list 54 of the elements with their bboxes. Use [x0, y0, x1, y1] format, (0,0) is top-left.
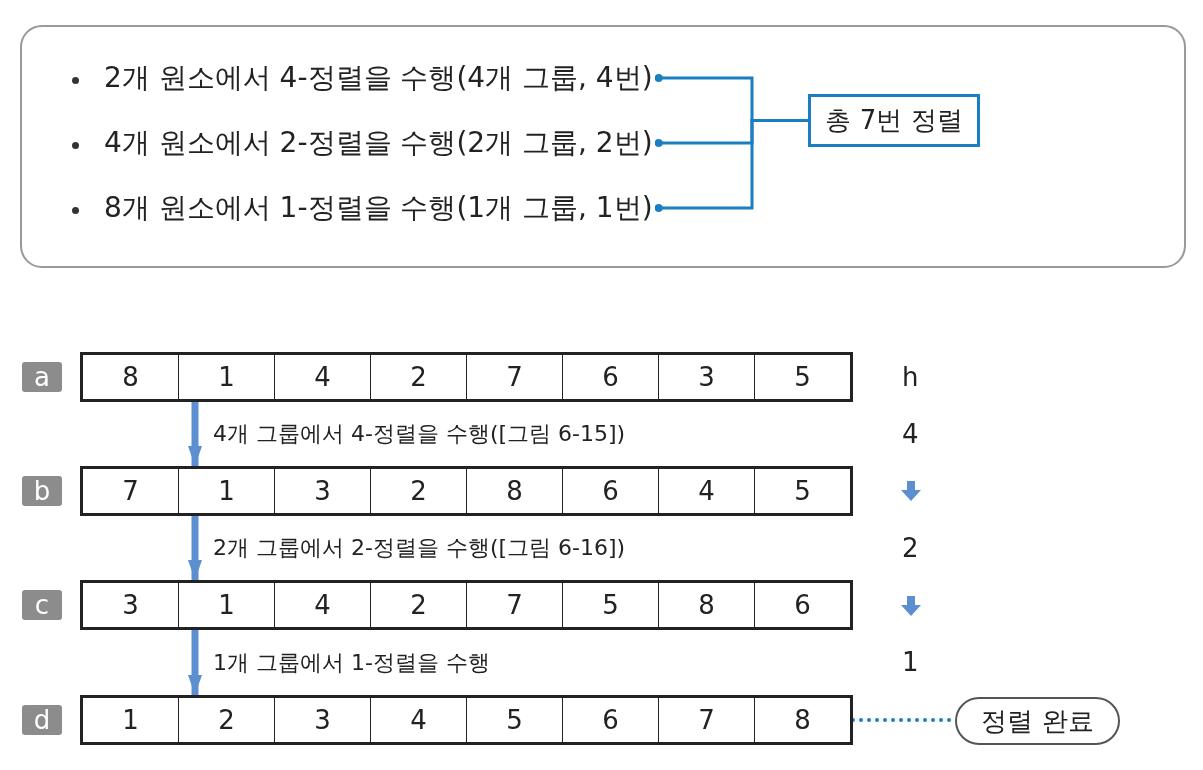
array-cell: 3: [274, 698, 370, 742]
list-item-text: 4개 원소에서 2-정렬을 수행(2개 그룹, 2번): [82, 124, 653, 162]
status-pill: 정렬 완료: [955, 697, 1120, 745]
array-cell: 4: [274, 583, 370, 627]
array-cell: 6: [562, 698, 658, 742]
array-cell: 1: [178, 583, 274, 627]
array-cell: 3: [658, 355, 754, 399]
summary-box: 총 7번 정렬: [808, 94, 980, 147]
row-marker: a: [22, 362, 62, 392]
array-cell: 5: [754, 355, 850, 399]
array-cell: 5: [754, 469, 850, 513]
array-cell-text: 1: [121, 704, 140, 737]
array-cell: 6: [562, 355, 658, 399]
array-cell: 5: [466, 698, 562, 742]
array-cell: 7: [658, 698, 754, 742]
connector: [188, 516, 202, 580]
array-cell: 6: [754, 583, 850, 627]
step-label: 2: [902, 533, 919, 563]
row-marker: b: [22, 476, 62, 506]
step-label: 1: [902, 647, 919, 677]
array-cell: 8: [466, 469, 562, 513]
array-cell: 8: [754, 698, 850, 742]
step-label: h: [902, 362, 919, 392]
array-cell: 2: [370, 583, 466, 627]
array-cell: 3: [274, 469, 370, 513]
array-cell: 6: [562, 469, 658, 513]
array-cell: 2: [370, 355, 466, 399]
list-item-text: 8개 원소에서 1-정렬을 수행(1개 그룹, 1번): [82, 189, 653, 227]
row-marker: d: [22, 705, 62, 735]
list-item-text: 2개 원소에서 4-정렬을 수행(4개 그룹, 4번): [82, 59, 653, 97]
array-cell: 4: [274, 355, 370, 399]
array-cell: 2: [178, 698, 274, 742]
array-cell: 7: [466, 583, 562, 627]
array-cell-text: 7: [121, 475, 140, 508]
array-cell: 5: [562, 583, 658, 627]
array-cell: 2: [370, 469, 466, 513]
row-marker: c: [22, 590, 62, 620]
array-cell: 8: [658, 583, 754, 627]
array-cell-text: 8: [121, 361, 140, 394]
array-row: [80, 695, 853, 745]
array-cell: 1: [178, 469, 274, 513]
rounded-panel: [20, 25, 1186, 268]
array-row: [80, 466, 853, 516]
array-cell: 4: [370, 698, 466, 742]
array-row: [80, 352, 853, 402]
connector: [188, 402, 202, 466]
step-label: 4: [902, 419, 919, 449]
array-cell: 7: [466, 355, 562, 399]
connector: [188, 630, 202, 695]
array-cell-text: 3: [121, 589, 140, 622]
array-row: [80, 580, 853, 630]
connector: [654, 119, 808, 212]
array-cell: 4: [658, 469, 754, 513]
array-cell: 1: [178, 355, 274, 399]
